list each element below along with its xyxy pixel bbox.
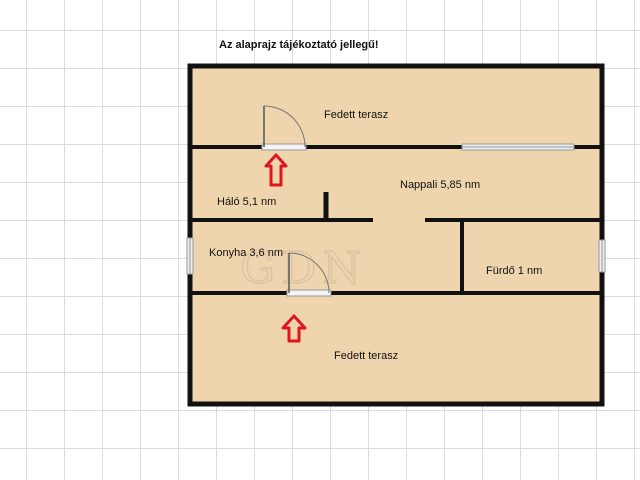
window-icon <box>186 237 194 275</box>
room-label-bathroom: Fürdő 1 nm <box>486 265 542 277</box>
room-label-living: Nappali 5,85 nm <box>400 179 480 191</box>
floor-area <box>190 66 602 404</box>
watermark-logo: GDN <box>240 243 367 294</box>
door-swing-icon <box>261 105 307 151</box>
room-label-top-terrace: Fedett terasz <box>324 109 388 121</box>
room-label-bottom-terrace: Fedett terasz <box>334 350 398 362</box>
door-swing-icon <box>286 252 332 297</box>
arrow-up-icon <box>281 314 307 343</box>
window-icon <box>461 143 575 151</box>
outer-wall <box>187 63 605 407</box>
room-label-kitchen: Konyha 3,6 nm <box>209 247 283 259</box>
disclaimer-text: Az alaprajz tájékoztató jellegű! <box>219 39 379 51</box>
window-icon <box>598 239 606 273</box>
room-label-bedroom: Háló 5,1 nm <box>217 196 276 208</box>
arrow-up-icon <box>264 153 288 187</box>
